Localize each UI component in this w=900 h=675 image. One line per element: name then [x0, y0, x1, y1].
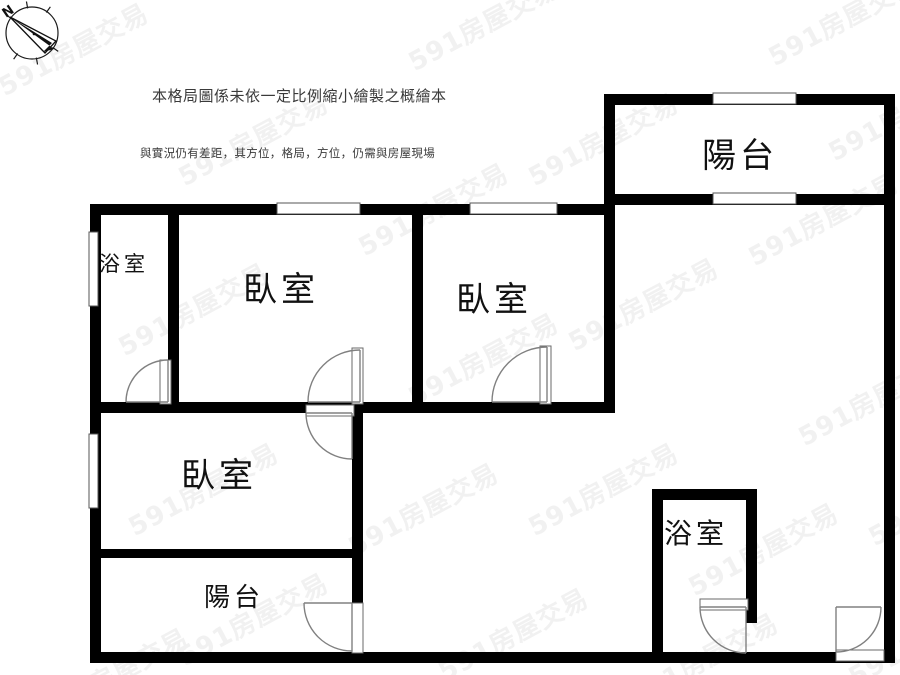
outer-wall-right	[884, 94, 895, 663]
compass-needle	[10, 17, 54, 52]
door-bathroom-upper-left-swing-arc	[125, 359, 169, 403]
room-label-balcony-lower-left: 陽台	[204, 583, 265, 613]
door-balcony-lower-left-sill	[351, 602, 364, 654]
partition-bath-bedroom	[168, 204, 179, 412]
room-label-bedroom-upper-left: 臥室	[243, 270, 319, 310]
window-balcony-bottom	[712, 192, 797, 205]
room-label-bedroom-upper-middle: 臥室	[456, 280, 532, 320]
window-top-bedroom2	[469, 202, 558, 215]
door-bedroom-lower-left-swing-arc	[305, 412, 353, 460]
partition-bedroom2-right	[604, 204, 615, 412]
bathroom-lower-left-wall	[652, 489, 663, 663]
door-bedroom-upper-middle-sill	[539, 345, 552, 405]
window-group	[88, 92, 797, 509]
compass-ring	[5, 6, 59, 60]
window-balcony-top	[712, 92, 797, 105]
door-entrance-sill	[835, 649, 885, 662]
door-bedroom-upper-left-swing-arc	[307, 349, 361, 403]
bathroom-lower-top-wall	[652, 489, 757, 500]
door-entrance-swing-arc	[835, 606, 882, 653]
disclaimer-note-line-2: 與實況仍有差距，其方位，格局，方位，仍需與房屋現場	[140, 146, 435, 160]
compass-needle-outline	[9, 16, 58, 54]
door-bathroom-lower-right-swing-arc	[699, 606, 747, 654]
compass-tick	[45, 6, 51, 13]
compass-tick	[25, 1, 29, 9]
balcony-left-wall	[604, 94, 615, 205]
window-top-bedroom1	[276, 202, 361, 215]
door-balcony-lower-left-swing-arc	[303, 602, 353, 652]
door-group	[125, 345, 885, 662]
room-label-bedroom-lower-left: 臥室	[181, 456, 257, 496]
compass-tick	[35, 57, 39, 65]
outer-wall-left-lower	[90, 405, 101, 663]
bathroom-lower-right-wall	[746, 489, 757, 623]
door-bathroom-upper-left-sill	[159, 359, 172, 405]
room-label-bathroom-lower-right: 浴室	[664, 517, 729, 550]
compass-tick	[13, 53, 19, 60]
window-left-bathroom	[88, 231, 99, 307]
balcony-divider-lower	[90, 549, 358, 558]
corridor-wall-vertical	[352, 405, 363, 663]
disclaimer-note-line-1: 本格局圖係未依一定比例縮小繪製之概繪本	[152, 87, 447, 105]
north-arrow-compass: N	[0, 1, 59, 65]
partition-bedroom-corridor	[412, 204, 423, 412]
room-label-balcony-upper-right: 陽台	[702, 136, 778, 176]
door-bedroom-upper-middle-swing-arc	[491, 346, 548, 403]
outer-wall-left-upper	[90, 204, 101, 412]
compass-tick	[52, 46, 59, 52]
door-bedroom-upper-left-sill	[351, 347, 364, 405]
compass-center-dot	[32, 32, 36, 36]
compass-north-letter: N	[0, 3, 17, 22]
room-label-bathroom-upper-left: 浴室	[99, 252, 149, 276]
door-bathroom-lower-right-sill	[699, 598, 749, 611]
door-bedroom-lower-left-sill	[305, 404, 355, 417]
window-left-bedroom3	[88, 433, 99, 509]
outer-wall-bottom	[90, 652, 895, 663]
